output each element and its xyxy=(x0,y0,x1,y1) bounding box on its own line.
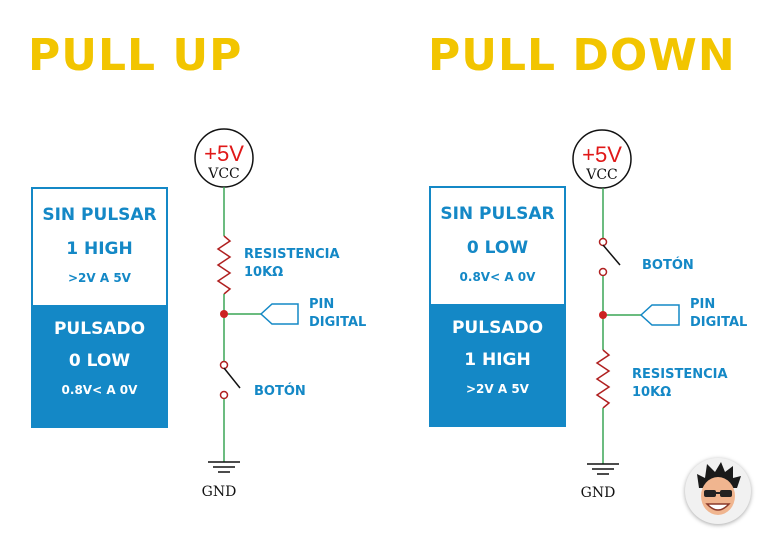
vcc-voltage: +5V xyxy=(582,142,622,167)
gnd-label: GND xyxy=(202,484,237,500)
pin-label-line2: DIGITAL xyxy=(309,315,367,330)
pressed-state: 0 LOW xyxy=(68,351,131,371)
pull-down-title: PULL DOWN xyxy=(428,30,736,81)
pressed-panel: PULSADO 0 LOW 0.8V< A 0V xyxy=(33,305,166,426)
switch-contact xyxy=(598,237,608,247)
junction-node xyxy=(599,311,607,319)
resistor-label-name: RESISTENCIA xyxy=(244,247,340,262)
resistor-label-value: 10KΩ xyxy=(632,385,672,400)
vcc-label: VCC xyxy=(207,166,240,182)
released-state: 0 LOW xyxy=(466,238,529,258)
gnd-label: GND xyxy=(581,485,616,501)
author-avatar xyxy=(685,458,751,524)
released-panel: SIN PULSAR 0 LOW 0.8V< A 0V xyxy=(431,188,564,304)
switch-contact xyxy=(219,390,229,400)
switch-lever xyxy=(602,244,621,266)
button-label: BOTÓN xyxy=(642,258,694,273)
released-title: SIN PULSAR xyxy=(42,205,157,225)
released-range: 0.8V< A 0V xyxy=(459,270,536,284)
pressed-panel: PULSADO 1 HIGH >2V A 5V xyxy=(431,304,564,425)
pressed-title: PULSADO xyxy=(53,319,146,339)
switch-contact xyxy=(219,360,229,370)
resistor-label-value: 10KΩ xyxy=(244,265,284,280)
vcc-voltage: +5V xyxy=(204,141,244,166)
pin-label-line2: DIGITAL xyxy=(690,315,748,330)
released-title: SIN PULSAR xyxy=(440,204,555,224)
pull-down-circuit: +5V VCC GND xyxy=(572,129,680,501)
released-state: 1 HIGH xyxy=(66,239,133,259)
resistor-symbol xyxy=(216,235,232,295)
avatar-face-icon xyxy=(697,462,741,515)
pull-down-state-box: SIN PULSAR 0 LOW 0.8V< A 0V PULSADO 1 HI… xyxy=(429,186,566,427)
pressed-range: 0.8V< A 0V xyxy=(61,383,138,397)
switch-lever xyxy=(223,367,241,389)
resistor-label: RESISTENCIA 10KΩ xyxy=(632,366,728,402)
digital-pin-symbol xyxy=(259,303,299,325)
pressed-title: PULSADO xyxy=(451,318,544,338)
pull-up-state-box: SIN PULSAR 1 HIGH >2V A 5V PULSADO 0 LOW… xyxy=(31,187,168,428)
pin-label-line1: PIN xyxy=(309,297,335,312)
vcc-supply-symbol xyxy=(572,129,632,189)
pull-up-title: PULL UP xyxy=(28,30,243,81)
released-panel: SIN PULSAR 1 HIGH >2V A 5V xyxy=(33,189,166,305)
button-label: BOTÓN xyxy=(254,384,306,399)
pressed-state: 1 HIGH xyxy=(464,350,531,370)
digital-pin-symbol xyxy=(639,304,680,326)
junction-node xyxy=(220,310,228,318)
pressed-range: >2V A 5V xyxy=(466,382,529,396)
resistor-label-name: RESISTENCIA xyxy=(632,367,728,382)
released-range: >2V A 5V xyxy=(68,271,131,285)
resistor-symbol xyxy=(595,349,611,409)
resistor-label: RESISTENCIA 10KΩ xyxy=(244,246,340,282)
switch-contact xyxy=(598,267,608,277)
vcc-label: VCC xyxy=(585,167,618,183)
pin-label-line1: PIN xyxy=(690,297,716,312)
pull-up-circuit: +5V VCC GND xyxy=(194,128,299,500)
pin-label: PIN DIGITAL xyxy=(309,296,366,332)
pin-label: PIN DIGITAL xyxy=(690,296,747,332)
